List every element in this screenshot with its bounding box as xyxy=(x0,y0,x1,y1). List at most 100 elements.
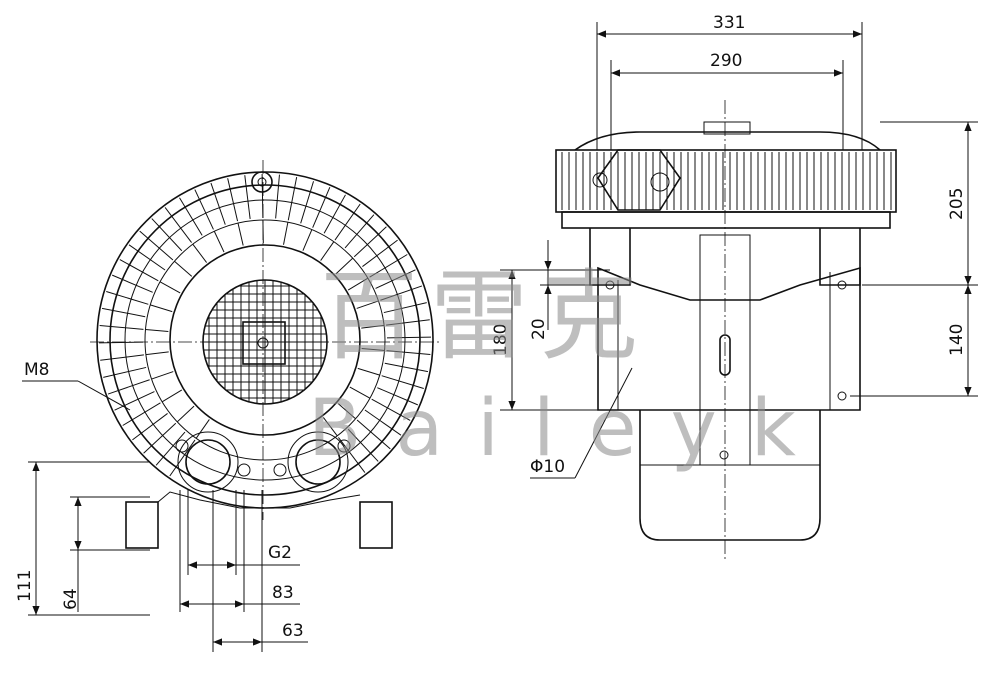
housing-flange xyxy=(561,211,891,229)
fin xyxy=(347,428,379,462)
fin xyxy=(114,391,155,411)
port-bolt xyxy=(175,439,189,453)
fin xyxy=(101,307,146,318)
hole-leader xyxy=(574,367,633,479)
dim-20: 20 xyxy=(529,318,549,340)
fin xyxy=(364,409,402,436)
inlet-port xyxy=(185,439,231,485)
fin xyxy=(386,350,431,355)
fin xyxy=(335,257,354,275)
watermark-chinese: 百雷克 xyxy=(320,260,650,374)
fin xyxy=(377,387,418,406)
dim-140: 140 xyxy=(947,324,967,356)
fin xyxy=(164,207,192,243)
lifting-eye-hole xyxy=(257,177,267,187)
housing-fins xyxy=(561,152,892,210)
fin xyxy=(287,176,298,221)
fin xyxy=(103,366,147,378)
port-bolt xyxy=(650,172,670,192)
fin xyxy=(371,398,411,421)
port-hex xyxy=(597,149,681,211)
fin xyxy=(334,203,361,241)
fin xyxy=(361,347,385,351)
fin xyxy=(145,329,169,333)
fin xyxy=(275,174,280,219)
port-label: G2 xyxy=(268,543,292,563)
fin xyxy=(237,222,244,246)
watermark: 百雷克 Baileyk xyxy=(308,260,796,474)
fin xyxy=(227,178,239,222)
fin xyxy=(386,336,431,339)
fin xyxy=(369,254,408,278)
fin xyxy=(322,417,338,437)
fin xyxy=(380,285,423,301)
fin xyxy=(174,260,193,277)
fin xyxy=(161,389,183,403)
fin xyxy=(323,194,346,234)
mount-hole xyxy=(837,391,847,401)
fin xyxy=(283,222,289,245)
fin xyxy=(169,439,196,477)
fin xyxy=(179,197,203,236)
fin xyxy=(145,351,169,356)
fin xyxy=(312,187,331,228)
fin xyxy=(320,241,335,261)
fin xyxy=(159,281,181,294)
fin xyxy=(347,277,369,291)
right-foot xyxy=(359,501,393,549)
fin xyxy=(132,413,168,441)
dim-331: 331 xyxy=(713,13,745,33)
fin xyxy=(356,300,379,309)
motor-body xyxy=(597,266,861,411)
fin xyxy=(356,419,391,450)
thread-label: M8 xyxy=(24,360,49,380)
cooling-fins xyxy=(99,174,431,477)
port-bolt xyxy=(273,463,287,477)
right-view: 331 290 205 140 180 20 Φ10 xyxy=(491,13,978,560)
fin xyxy=(195,419,210,439)
port-bolt xyxy=(237,463,251,477)
dim-83: 83 xyxy=(272,583,294,603)
fin xyxy=(99,325,144,330)
fin xyxy=(384,362,429,373)
dim-205: 205 xyxy=(947,188,967,220)
fin xyxy=(302,229,313,251)
motor-hub xyxy=(242,321,286,365)
housing-ring-3 xyxy=(124,199,406,481)
port-bolt xyxy=(337,439,351,453)
fin xyxy=(338,437,366,473)
fin xyxy=(362,239,398,267)
left-foot xyxy=(125,501,159,549)
fin xyxy=(119,259,159,282)
m8-leader xyxy=(77,380,131,411)
fin xyxy=(381,375,424,390)
fin xyxy=(349,386,371,399)
fin xyxy=(357,367,380,376)
dim-111: 111 xyxy=(15,570,35,602)
outlet-port xyxy=(295,439,341,485)
dim-290: 290 xyxy=(710,51,742,71)
mount-hole xyxy=(719,450,729,460)
fin xyxy=(383,302,427,314)
motor-end-cap xyxy=(639,410,821,541)
fin xyxy=(244,175,251,219)
fin xyxy=(210,182,226,225)
dim-64: 64 xyxy=(61,588,81,610)
fin xyxy=(107,379,150,395)
fin xyxy=(361,324,385,329)
fin xyxy=(128,244,166,271)
dim-180: 180 xyxy=(491,324,511,356)
fin xyxy=(151,218,183,252)
housing-ring-5 xyxy=(169,244,361,436)
housing-top-arc xyxy=(574,131,881,151)
fin xyxy=(106,290,149,305)
base-outline xyxy=(157,491,361,509)
mount-hole xyxy=(837,280,847,290)
fin xyxy=(155,431,186,466)
housing-ring-4 xyxy=(144,219,386,461)
fin xyxy=(386,319,430,326)
fin xyxy=(100,354,144,361)
right-bracket xyxy=(819,228,861,286)
fin xyxy=(176,405,195,423)
